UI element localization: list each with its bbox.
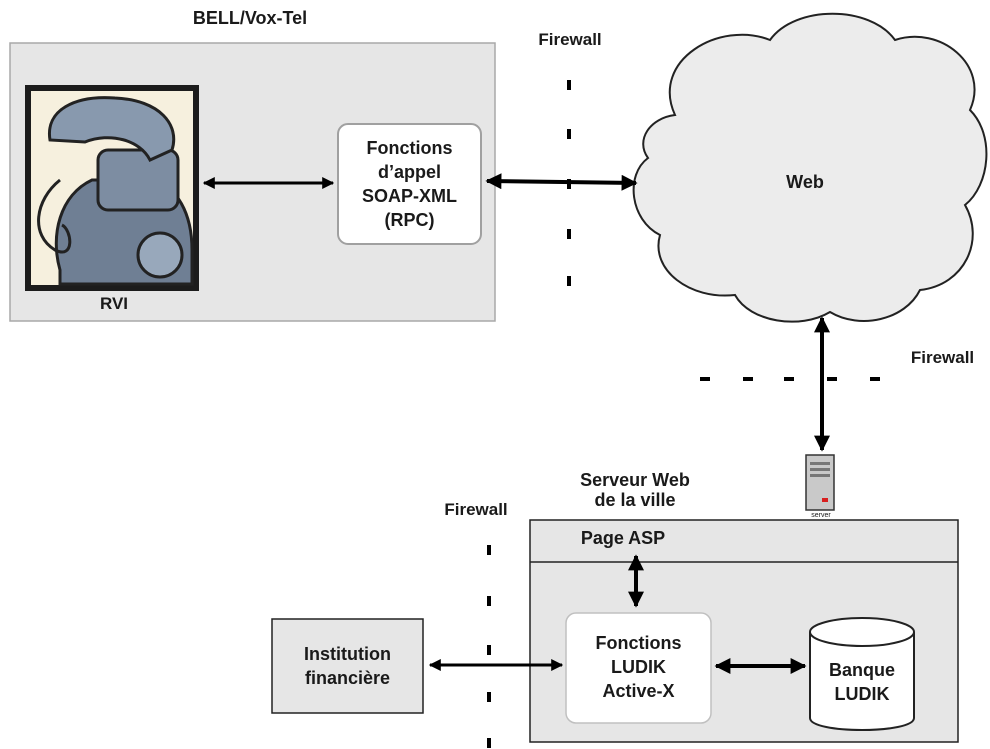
telephone-icon: [25, 85, 199, 291]
institution-line-2: financière: [304, 668, 391, 688]
soap-line-2: d’appel: [377, 162, 441, 182]
web-cloud: [632, 12, 988, 323]
soap-box: Fonctions d’appel SOAP-XML (RPC): [338, 124, 481, 244]
institution-line-1: Institution: [304, 644, 391, 664]
server-title-line-2: de la ville: [594, 490, 676, 510]
firewall-right-label: Firewall: [910, 348, 975, 367]
soap-box-shape: [337, 123, 482, 245]
institution-label: Institution financière: [272, 619, 423, 713]
database-label: Banque LUDIK: [810, 652, 914, 712]
firewall-top-label: Firewall: [538, 30, 602, 49]
server-title-line-1: Serveur Web: [580, 470, 690, 490]
soap-line-1: Fonctions: [366, 138, 453, 158]
arrow-soap-web: [485, 173, 638, 191]
firewall-right-line: [700, 377, 880, 381]
functions-line-2: LUDIK: [611, 657, 666, 677]
database-line-2: LUDIK: [834, 684, 890, 704]
server-icon: [805, 454, 835, 511]
functions-line-3: Active-X: [602, 681, 675, 701]
soap-line-4: (RPC): [384, 210, 435, 230]
web-label: Web: [786, 172, 824, 192]
soap-line-3: SOAP-XML: [361, 186, 457, 206]
page-asp-label: Page ASP: [580, 528, 666, 548]
functions-box-shape: [565, 612, 712, 724]
database-line-1: Banque: [828, 660, 895, 680]
firewall-bottom-line: [487, 545, 491, 748]
arrows: [202, 173, 830, 674]
institution-box: [271, 618, 424, 714]
firewall-bottom-label: Firewall: [444, 500, 508, 519]
functions-line-1: Fonctions: [595, 633, 682, 653]
server-title: Serveur Web de la ville: [555, 470, 715, 510]
bell-title: BELL/Vox-Tel: [192, 8, 308, 28]
server-caption: server: [811, 512, 831, 519]
functions-box: Fonctions LUDIK Active-X: [566, 622, 711, 712]
database-icon: [809, 617, 915, 731]
rvi-label: RVI: [99, 294, 129, 313]
